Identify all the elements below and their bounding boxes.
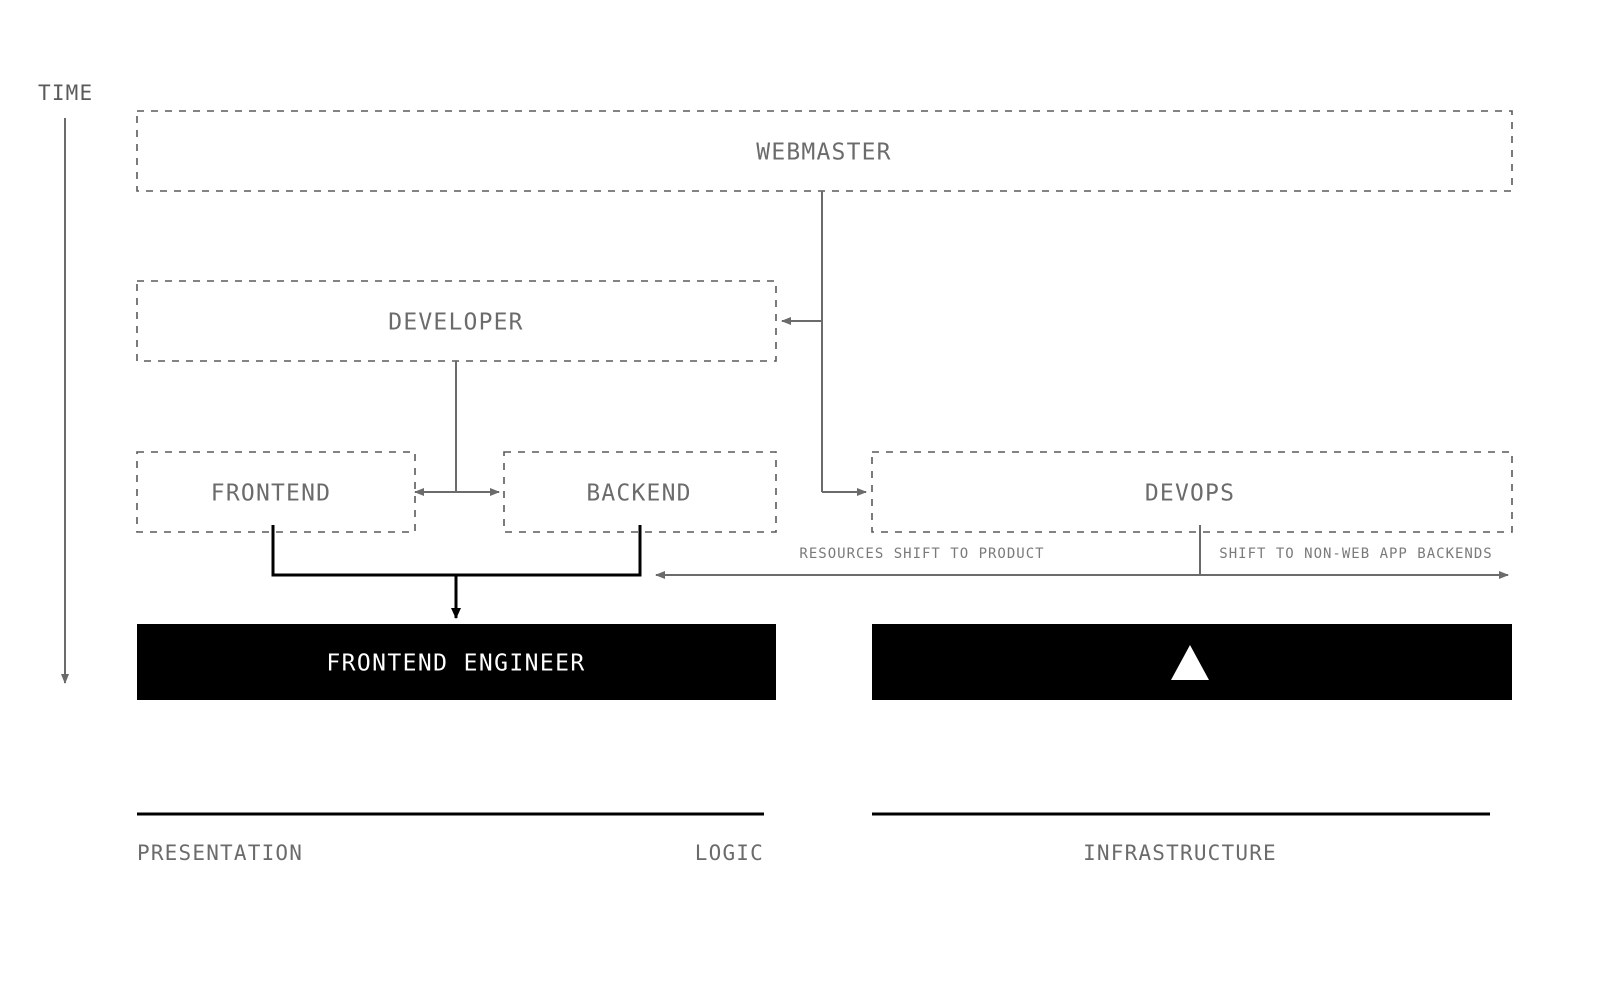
- section-label-logic: LOGIC: [695, 841, 764, 865]
- node-webmaster[interactable]: WEBMASTER: [136, 110, 1513, 192]
- section-infrastructure: INFRASTRUCTURE: [872, 812, 1490, 865]
- devops-box: [871, 451, 1513, 533]
- outcome-infrastructure[interactable]: [872, 624, 1512, 700]
- frontend-engineer-label: FRONTEND ENGINEER: [326, 651, 585, 677]
- merge-bracket-path: [271, 525, 642, 577]
- devops-label: DEVOPS: [1145, 481, 1235, 507]
- node-developer[interactable]: DEVELOPER: [136, 280, 777, 362]
- webmaster-box: [136, 110, 1513, 192]
- triangle-up-icon: [1171, 645, 1209, 680]
- connector-frontend-engineer-merge: [271, 525, 642, 619]
- nonweb-shift-caption: SHIFT TO NON-WEB APP BACKENDS: [1219, 546, 1492, 562]
- connector-webmaster-trunk: [781, 191, 867, 496]
- section-presentation-logic: PRESENTATION LOGIC: [137, 812, 764, 865]
- frontend-box: [136, 451, 416, 533]
- node-devops[interactable]: DEVOPS: [871, 451, 1513, 533]
- outcome-frontend-engineer[interactable]: FRONTEND ENGINEER: [137, 624, 776, 700]
- developer-label: DEVELOPER: [388, 310, 523, 336]
- node-frontend[interactable]: FRONTEND: [136, 451, 416, 533]
- section-label-infrastructure: INFRASTRUCTURE: [1083, 841, 1277, 865]
- time-axis-label: TIME: [38, 81, 93, 105]
- backend-label: BACKEND: [586, 481, 691, 507]
- webmaster-label: WEBMASTER: [756, 140, 891, 166]
- frontend-engineer-box: [137, 624, 776, 700]
- connector-developer-split: [414, 361, 500, 496]
- connector-devops-shift: RESOURCES SHIFT TO PRODUCT SHIFT TO NON-…: [655, 525, 1509, 579]
- time-axis: TIME: [38, 81, 93, 684]
- resources-shift-caption: RESOURCES SHIFT TO PRODUCT: [799, 546, 1044, 562]
- node-backend[interactable]: BACKEND: [503, 451, 777, 533]
- backend-box: [503, 451, 777, 533]
- frontend-label: FRONTEND: [211, 481, 331, 507]
- section-label-presentation: PRESENTATION: [137, 841, 303, 865]
